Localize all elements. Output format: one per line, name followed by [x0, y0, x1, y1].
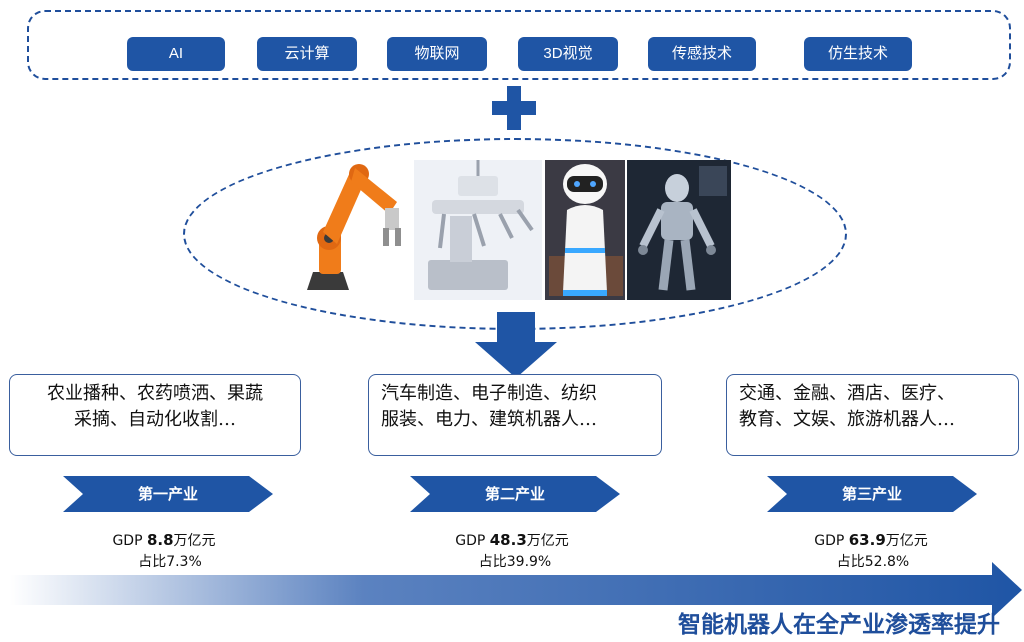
penetration-arrow-icon — [10, 562, 1022, 618]
service-robot-icon — [545, 160, 625, 300]
surgical-robot-icon — [414, 160, 542, 300]
industrial-robot-arm-icon — [293, 160, 411, 300]
tertiary-industry-share: 占比52.8% — [836, 554, 910, 570]
secondary-industry-gdp: GDP 48.3万亿元 — [455, 531, 569, 549]
primary-industry-gdp: GDP 8.8万亿元 — [112, 531, 216, 549]
primary-industry-apps: 农业播种、农药喷洒、果蔬 采摘、自动化收割… — [9, 374, 301, 456]
secondary-industry-apps: 汽车制造、电子制造、纺织 服装、电力、建筑机器人… — [368, 374, 662, 456]
tertiary-industry-apps: 交通、金融、酒店、医疗、 教育、文娱、旅游机器人… — [726, 374, 1019, 456]
tech-bionic[interactable]: 仿生技术 — [804, 37, 912, 71]
secondary-industry-apps-line-1: 汽车制造、电子制造、纺织 — [381, 383, 597, 404]
bottom-title: 智能机器人在全产业渗透率提升 — [678, 611, 1000, 638]
tech-cloud-computing[interactable]: 云计算 — [257, 37, 357, 71]
down-arrow-icon — [475, 312, 557, 378]
tertiary-industry-apps-line-1: 交通、金融、酒店、医疗、 — [739, 383, 955, 404]
tech-ai[interactable]: AI — [127, 37, 225, 71]
tertiary-industry-apps-line-2: 教育、文娱、旅游机器人… — [739, 409, 955, 430]
tertiary-industry-label: 第三产业 — [841, 485, 902, 503]
tertiary-industry-gdp: GDP 63.9万亿元 — [814, 531, 928, 549]
primary-industry-chevron — [63, 476, 273, 512]
tech-sensing[interactable]: 传感技术 — [648, 37, 756, 71]
secondary-industry-label: 第二产业 — [484, 485, 545, 503]
secondary-industry-apps-line-2: 服装、电力、建筑机器人… — [381, 409, 597, 430]
primary-industry-label: 第一产业 — [137, 485, 198, 503]
tech-iot[interactable]: 物联网 — [387, 37, 487, 71]
technology-group-box: AI 云计算 物联网 3D视觉 传感技术 仿生技术 — [27, 10, 1011, 80]
secondary-industry-share: 占比39.9% — [478, 554, 552, 570]
plus-icon-bar — [492, 101, 536, 115]
secondary-industry-chevron — [410, 476, 620, 512]
primary-industry-apps-line-2: 采摘、自动化收割… — [74, 409, 236, 430]
primary-industry-share: 占比7.3% — [138, 554, 202, 570]
primary-industry-apps-line-1: 农业播种、农药喷洒、果蔬 — [47, 383, 263, 404]
tech-3d-vision[interactable]: 3D视觉 — [518, 37, 618, 71]
humanoid-robot-icon — [627, 160, 731, 300]
tertiary-industry-chevron — [767, 476, 977, 512]
